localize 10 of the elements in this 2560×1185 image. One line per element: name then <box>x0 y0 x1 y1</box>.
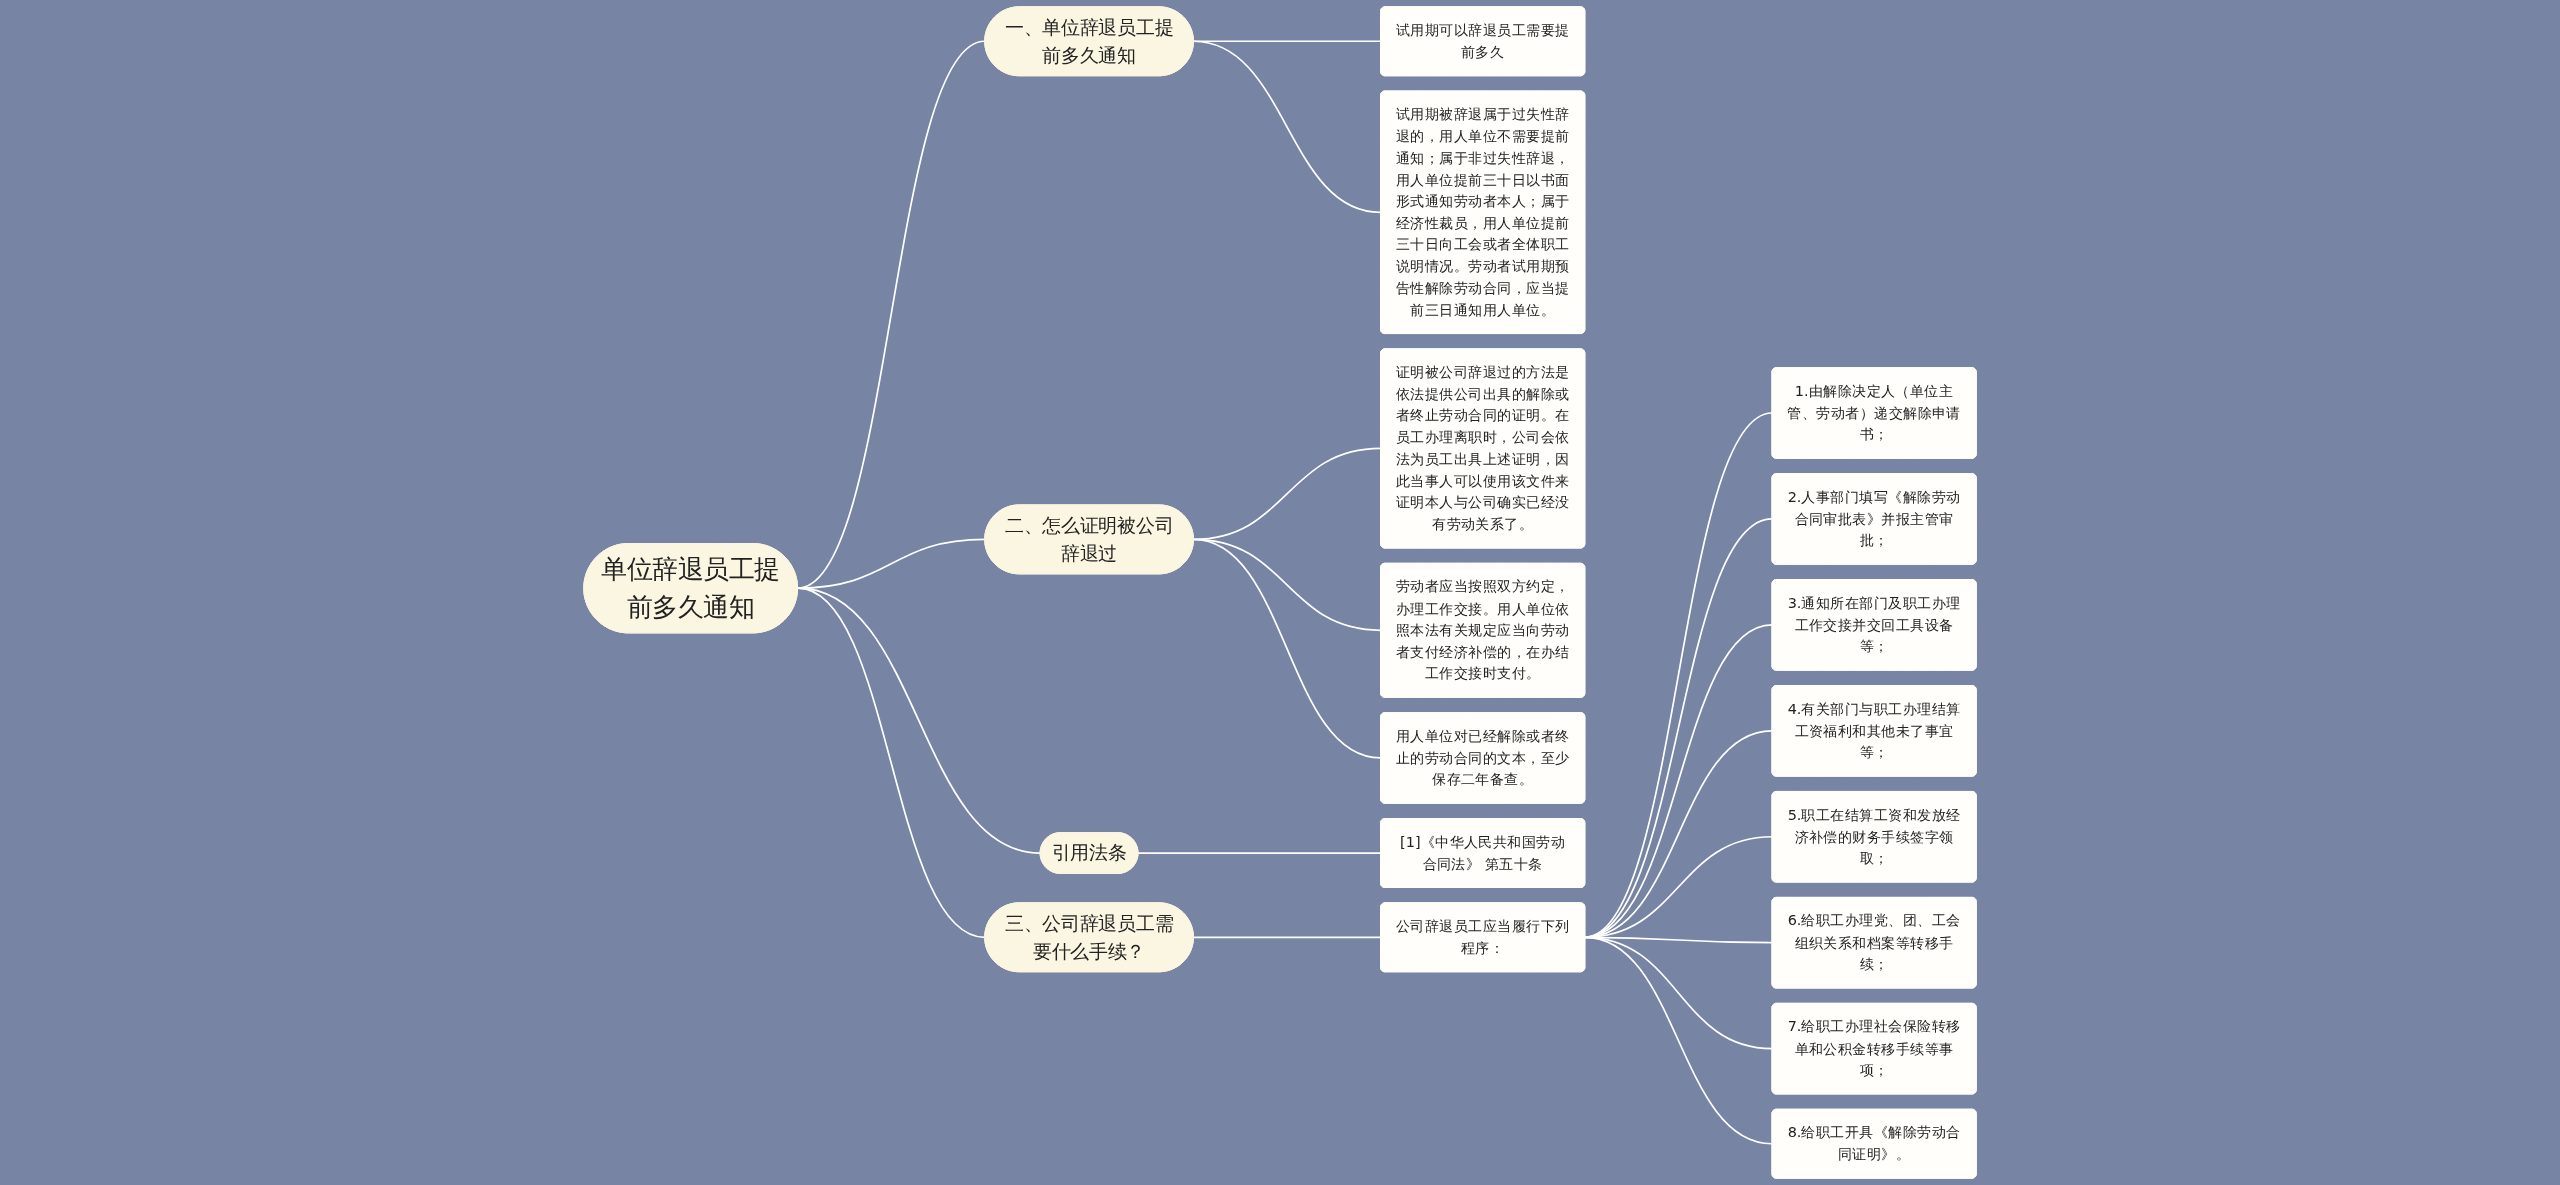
connector <box>1192 40 1382 43</box>
connector <box>796 587 986 939</box>
connector <box>1192 447 1382 541</box>
connector <box>1192 40 1382 214</box>
connector <box>796 587 1041 854</box>
connector <box>1192 936 1382 939</box>
connector <box>1583 936 1773 1145</box>
connector <box>1192 538 1382 759</box>
connector <box>1137 852 1382 854</box>
connector <box>1583 936 1773 1050</box>
